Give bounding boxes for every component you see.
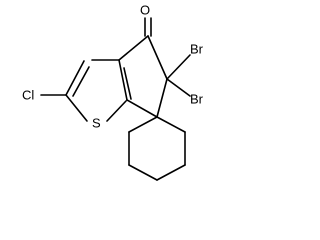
bond-c3a-c6a-double: [123, 67, 132, 100]
bond-layer: [40, 17, 191, 181]
bond-c3a-c4: [118, 35, 149, 61]
atom-bromine-1: Br: [190, 41, 204, 56]
bond-cy-1: [156, 116, 186, 133]
bond-s1-c6a: [106, 100, 127, 122]
atom-sulfur: S: [92, 115, 101, 130]
bond-cy-6: [128, 116, 158, 133]
bond-c2-c3-double: [72, 66, 90, 97]
bond-c2-s1: [65, 94, 88, 122]
atom-bromine-2: Br: [190, 91, 204, 106]
bond-c5-c6: [156, 78, 168, 118]
bond-cy-3: [156, 164, 186, 181]
molecule-structure: O S Cl Br Br: [22, 2, 204, 181]
bond-c2-c3: [65, 60, 85, 96]
bond-cy-4: [128, 164, 158, 181]
bond-c6-c6a: [126, 99, 158, 118]
atom-label-layer: O S Cl Br Br: [22, 2, 204, 130]
bond-c5-br2: [166, 78, 191, 97]
atom-chlorine: Cl: [22, 87, 34, 102]
bond-c4-c5: [147, 35, 168, 80]
bond-c3a-c6a: [118, 59, 128, 101]
bond-c5-br1: [166, 54, 191, 80]
atom-oxygen: O: [140, 2, 150, 17]
